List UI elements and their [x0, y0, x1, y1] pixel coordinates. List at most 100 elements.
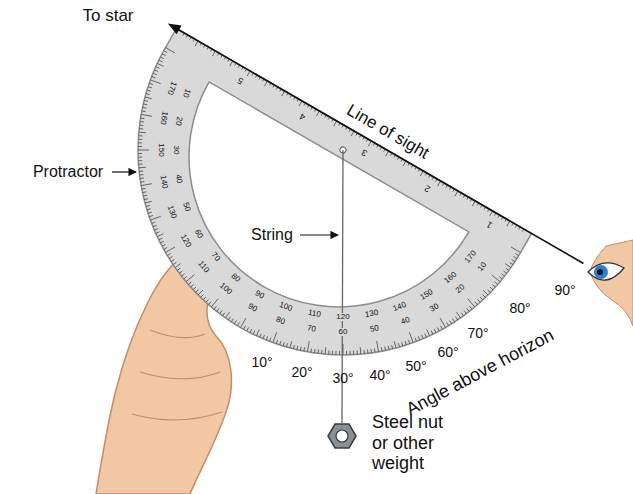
scale-tick	[144, 99, 148, 102]
scale-number: 20	[174, 115, 184, 127]
scale-tick	[320, 350, 323, 354]
ruler-tick	[195, 41, 198, 46]
scale-tick	[159, 60, 163, 62]
ruler-tick	[455, 191, 458, 196]
scale-tick	[501, 274, 505, 276]
scale-tick	[414, 338, 418, 342]
scale-tick	[145, 199, 152, 206]
scale-tick	[490, 287, 494, 290]
scale-tick	[138, 138, 142, 141]
scale-tick	[369, 349, 373, 353]
scale-tick	[317, 350, 320, 354]
scale-tick	[400, 342, 404, 346]
scale-tick	[348, 351, 352, 355]
scale-tick	[262, 335, 264, 339]
scale-tick	[153, 73, 157, 75]
scale-tick	[153, 224, 157, 228]
angle-label: 60°	[437, 344, 458, 360]
pointer-label: To star	[82, 6, 133, 26]
scale-number: 30	[172, 145, 180, 156]
scale-tick	[247, 327, 249, 331]
part-label: Protractor	[33, 163, 103, 181]
scale-tick	[201, 294, 204, 298]
steel-nut	[328, 424, 356, 448]
ruler-tick	[490, 211, 493, 216]
part-label: String	[251, 226, 293, 244]
scale-tick	[286, 343, 289, 347]
scale-tick	[148, 211, 152, 215]
scale-tick	[250, 329, 252, 333]
scale-tick	[147, 89, 151, 92]
scale-tick	[146, 204, 150, 208]
scale-tick	[397, 343, 401, 347]
scale-tick	[203, 297, 206, 301]
scale-tick	[138, 145, 142, 148]
scale-tick	[492, 284, 496, 287]
angle-label: 90°	[554, 282, 575, 298]
scale-tick	[334, 351, 337, 355]
scale-tick	[323, 347, 329, 354]
scale-tick	[352, 351, 356, 355]
scale-tick	[142, 110, 146, 113]
scale-tick	[296, 346, 299, 350]
scale-tick	[143, 103, 147, 106]
scale-tick	[505, 268, 509, 270]
scale-tick	[310, 349, 313, 353]
scale-tick	[406, 332, 417, 342]
ruler-tick	[247, 71, 250, 76]
scale-tick	[327, 351, 330, 355]
scale-tick	[138, 155, 142, 159]
scale-tick	[209, 301, 212, 305]
scale-tick	[141, 180, 145, 184]
scale-tick	[383, 347, 387, 351]
ruler-tick	[386, 151, 389, 156]
scale-tick	[515, 254, 518, 256]
scale-tick	[138, 152, 142, 155]
scale-tick	[234, 320, 236, 324]
scale-tick	[479, 297, 483, 300]
ruler-tick	[230, 61, 233, 66]
scale-tick	[292, 345, 295, 349]
scale-tick	[241, 318, 247, 328]
scale-tick	[179, 270, 182, 274]
part-label: Steel nut or other weight	[372, 412, 462, 474]
scale-tick	[463, 311, 467, 314]
scale-tick	[211, 298, 218, 308]
scale-tick	[446, 322, 450, 325]
scale-tick	[331, 351, 334, 355]
scale-tick	[266, 336, 268, 340]
scale-tick	[279, 341, 282, 345]
scale-tick	[477, 299, 481, 302]
scale-tick	[466, 299, 477, 307]
scale-tick	[228, 316, 230, 320]
scale-tick	[362, 350, 366, 354]
scale-tick	[149, 214, 153, 218]
scale-tick	[138, 134, 142, 137]
scale-tick	[141, 117, 145, 120]
scale-tick	[482, 295, 486, 298]
scale-tick	[220, 310, 222, 314]
scale-tick	[338, 344, 348, 355]
scale-tick	[288, 341, 293, 348]
scale-tick	[494, 282, 498, 285]
scale-number: 140	[158, 173, 169, 190]
scale-tick	[511, 247, 521, 253]
scale-tick	[276, 340, 279, 344]
scale-number: 60	[338, 328, 349, 336]
scale-tick	[392, 341, 399, 348]
scale-tick	[509, 262, 513, 264]
scale-tick	[482, 290, 489, 295]
scale-tick	[355, 351, 359, 355]
leader-line	[300, 234, 338, 235]
scale-tick	[157, 63, 163, 67]
scale-tick	[138, 145, 149, 155]
scale-tick	[186, 273, 194, 284]
angle-label: 80°	[509, 300, 530, 316]
scale-tick	[169, 256, 172, 260]
scale-tick	[303, 347, 306, 351]
scale-tick	[455, 317, 459, 320]
scale-tick	[491, 275, 501, 282]
scale-tick	[162, 243, 166, 247]
